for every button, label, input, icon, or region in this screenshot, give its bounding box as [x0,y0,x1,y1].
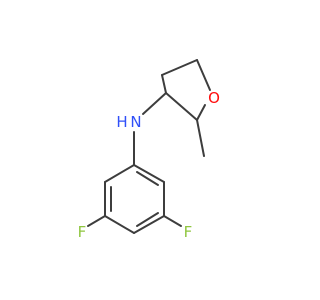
oxolane-ring [161,59,211,121]
bond-c3-c4 [161,74,167,94]
bond-c3-f [163,215,182,227]
bond-c4-c5 [161,59,198,76]
bond-c5-o [196,59,211,91]
fluorine-left-atom-label: F [78,223,87,241]
bond-ar-6-1 [104,164,135,183]
oxygen-atom-label: O [208,89,220,107]
nitrogen-atom-label: N [130,113,141,131]
bond-ar-3-4 [133,215,165,234]
fluorine-right-atom-label: F [184,223,193,241]
benzene-ring [104,164,165,234]
bond-c2-c3 [165,92,198,121]
bond-ar-4-5 [104,215,135,234]
bond-c5-f [87,215,106,227]
bond-ar-1-2 [133,164,165,183]
bond-c2-methyl [196,119,205,157]
bond-ar-double-b [136,212,159,227]
bond-o-c2 [196,104,206,121]
bond-ar-double-a [136,171,159,186]
molecule-structure-diagram: N H O F F [78,59,220,241]
bond-c3-n [142,92,167,115]
hydrogen-atom-label: H [116,113,127,131]
